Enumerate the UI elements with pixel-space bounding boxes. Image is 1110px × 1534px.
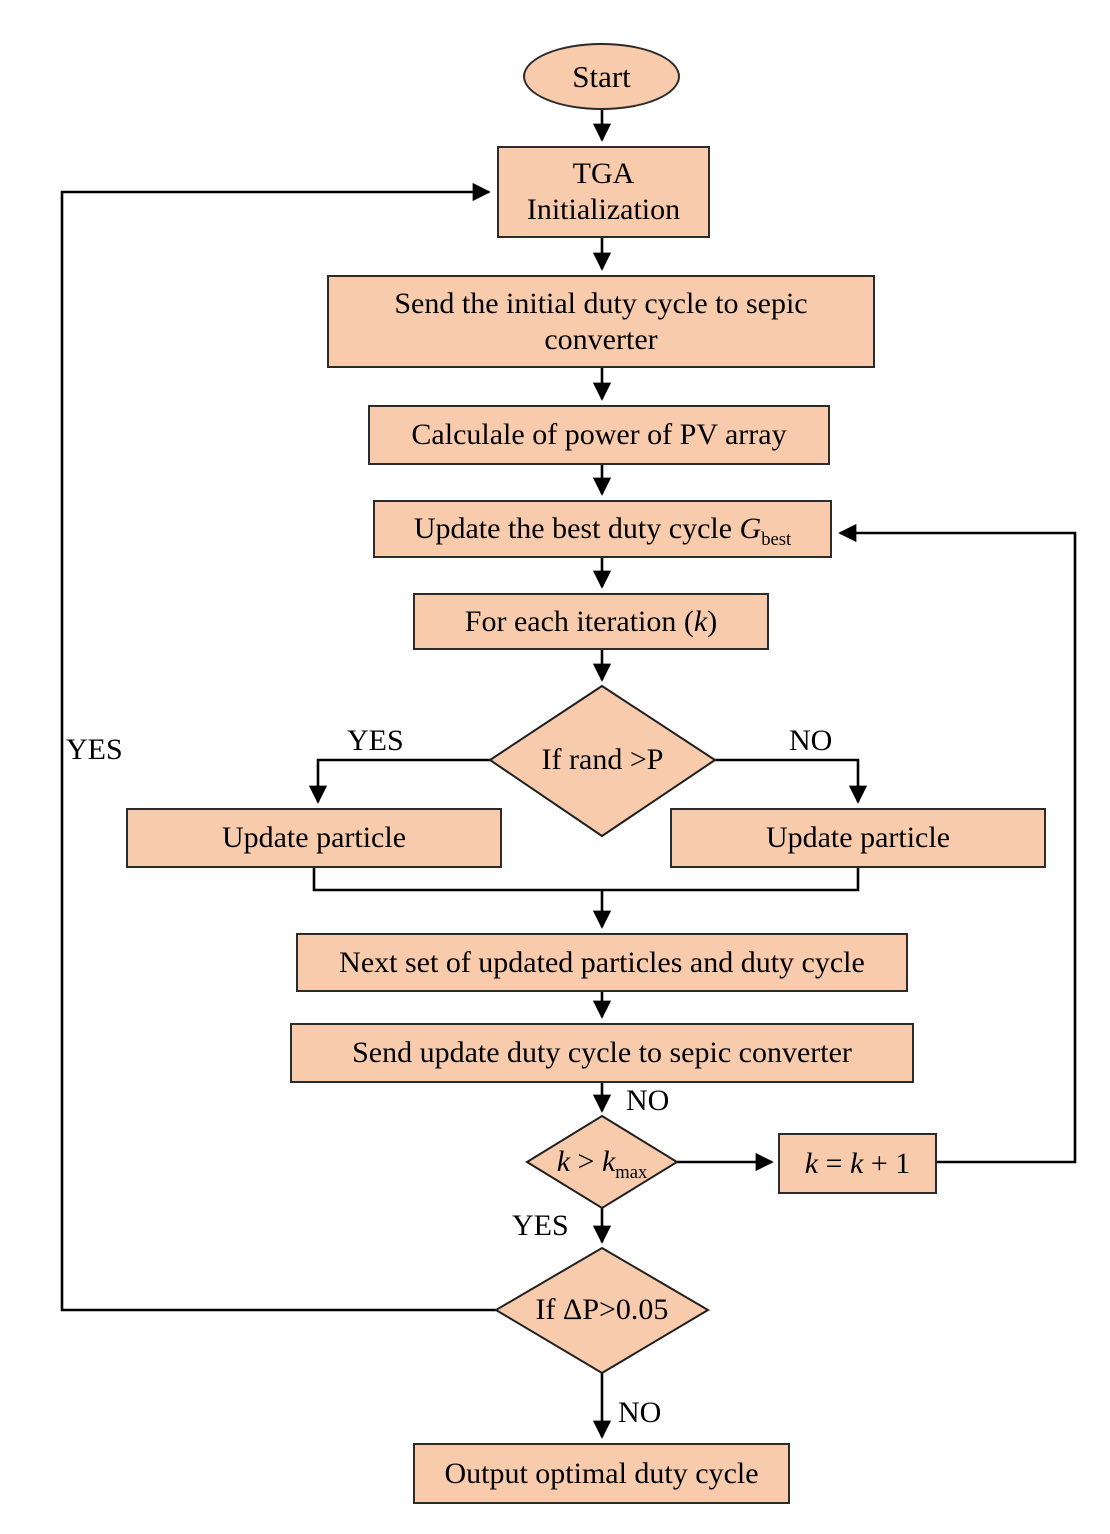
edge-label-yes-mid: YES — [512, 1209, 569, 1242]
kinc-var1: k — [804, 1146, 819, 1180]
kmax-var2: k — [601, 1145, 616, 1178]
edge-deltap-loop-to-tga — [60, 182, 496, 1312]
calculate-power-label: Calculale of power of PV array — [411, 418, 787, 451]
kinc-var2: k — [850, 1146, 864, 1180]
edge-merge-line — [312, 868, 860, 892]
send-initial-duty-cycle-box: Send the initial duty cycle to sepic con… — [327, 275, 875, 368]
rand-decision-label: If rand >P — [490, 730, 715, 790]
kmax-decision-shape — [525, 1114, 679, 1210]
kmax-check-text: k > kmax — [556, 1145, 648, 1182]
output-label: Output optimal duty cycle — [444, 1456, 759, 1490]
kinc-mid: = — [818, 1146, 850, 1180]
foreach-var: k — [693, 604, 708, 638]
k-increment-label: k = k + 1 — [805, 1146, 911, 1182]
edge-label-no-bottom: NO — [618, 1396, 662, 1429]
tga-initialization-box: TGA Initialization — [497, 146, 710, 238]
update-particle-left-box: Update particle — [126, 808, 502, 868]
tga-line2: Initialization — [526, 193, 681, 226]
edge-label-no-right: NO — [789, 724, 833, 757]
send-initial-label: Send the initial duty cycle to sepic con… — [394, 286, 808, 356]
kmax-op: > — [570, 1145, 602, 1178]
gbest-var: G — [739, 512, 762, 545]
update-particle-left-label: Update particle — [221, 821, 407, 854]
edge-label-no-mid: NO — [626, 1084, 670, 1117]
rand-decision-shape — [488, 684, 717, 838]
calculate-power-box: Calculale of power of PV array — [368, 405, 830, 465]
update-particle-right-label: Update particle — [765, 821, 951, 854]
foreach-prefix: For each iteration ( — [464, 604, 694, 638]
update-particle-right-box: Update particle — [670, 808, 1046, 868]
foreach-suffix: ) — [707, 604, 718, 638]
edge-kincrement-loop-to-gbest — [838, 523, 1077, 1164]
start-label: Start — [572, 58, 631, 94]
send-update-duty-cycle-box: Send update duty cycle to sepic converte… — [290, 1023, 914, 1083]
deltap-check-text: If ΔP>0.05 — [535, 1293, 669, 1326]
edge-label-yes-outer: YES — [66, 733, 123, 766]
gbest-sub: best — [761, 529, 792, 550]
deltap-decision-label: If ΔP>0.05 — [496, 1280, 708, 1340]
for-each-iteration-box: For each iteration (k) — [413, 593, 769, 650]
edge-label-yes-inner: YES — [347, 724, 404, 757]
gbest-prefix: Update the best duty cycle — [413, 512, 740, 545]
tga-line1: TGA — [572, 157, 635, 190]
tga-initialization-label: TGA Initialization — [527, 156, 680, 228]
kinc-suffix: + 1 — [863, 1146, 911, 1180]
rand-check-text: If rand >P — [541, 743, 664, 776]
kmax-sub: max — [615, 1162, 648, 1183]
send-update-label: Send update duty cycle to sepic converte… — [352, 1036, 852, 1069]
for-each-label: For each iteration (k) — [465, 604, 717, 640]
kmax-decision-label: k > kmax — [517, 1132, 687, 1192]
kmax-var1: k — [556, 1145, 571, 1178]
next-set-label: Next set of updated particles and duty c… — [339, 945, 865, 979]
next-set-box: Next set of updated particles and duty c… — [296, 933, 908, 992]
k-increment-box: k = k + 1 — [778, 1133, 937, 1194]
edge-rand-yes-branch — [308, 758, 490, 804]
update-gbest-box: Update the best duty cycle Gbest — [373, 500, 832, 558]
start-terminator: Start — [523, 43, 680, 110]
update-gbest-label: Update the best duty cycle Gbest — [413, 511, 792, 550]
deltap-decision-shape — [494, 1246, 710, 1375]
output-box: Output optimal duty cycle — [413, 1443, 790, 1504]
edge-rand-no-branch — [715, 758, 868, 804]
